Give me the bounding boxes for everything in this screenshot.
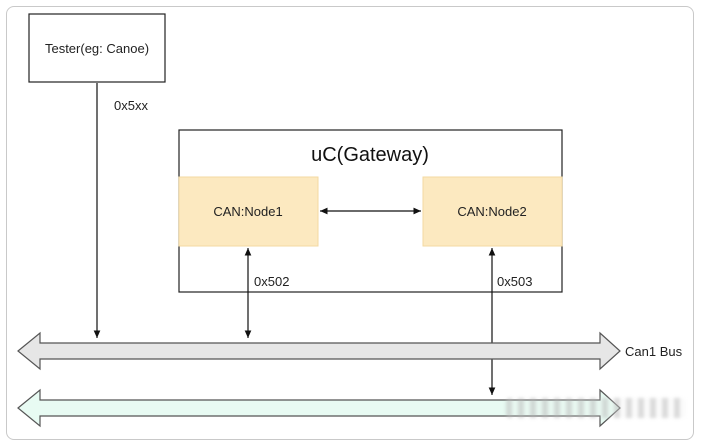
tester-label: Tester(eg: Canoe)	[45, 41, 149, 56]
diagram-frame	[6, 6, 694, 440]
watermark	[506, 398, 686, 418]
node1-box: CAN:Node1	[178, 176, 319, 247]
node1-label: CAN:Node1	[213, 204, 282, 219]
tester-link-label: 0x5xx	[114, 98, 148, 113]
node2-label: CAN:Node2	[457, 204, 526, 219]
gateway-title: uC(Gateway)	[311, 144, 429, 166]
node2-box: CAN:Node2	[422, 176, 563, 247]
node1-link-label: 0x502	[254, 274, 289, 289]
node2-link-label: 0x503	[497, 274, 532, 289]
can1-bus-label: Can1 Bus	[625, 344, 683, 359]
tester-box: Tester(eg: Canoe)	[28, 13, 166, 83]
can1-bus-arrow	[17, 331, 621, 371]
